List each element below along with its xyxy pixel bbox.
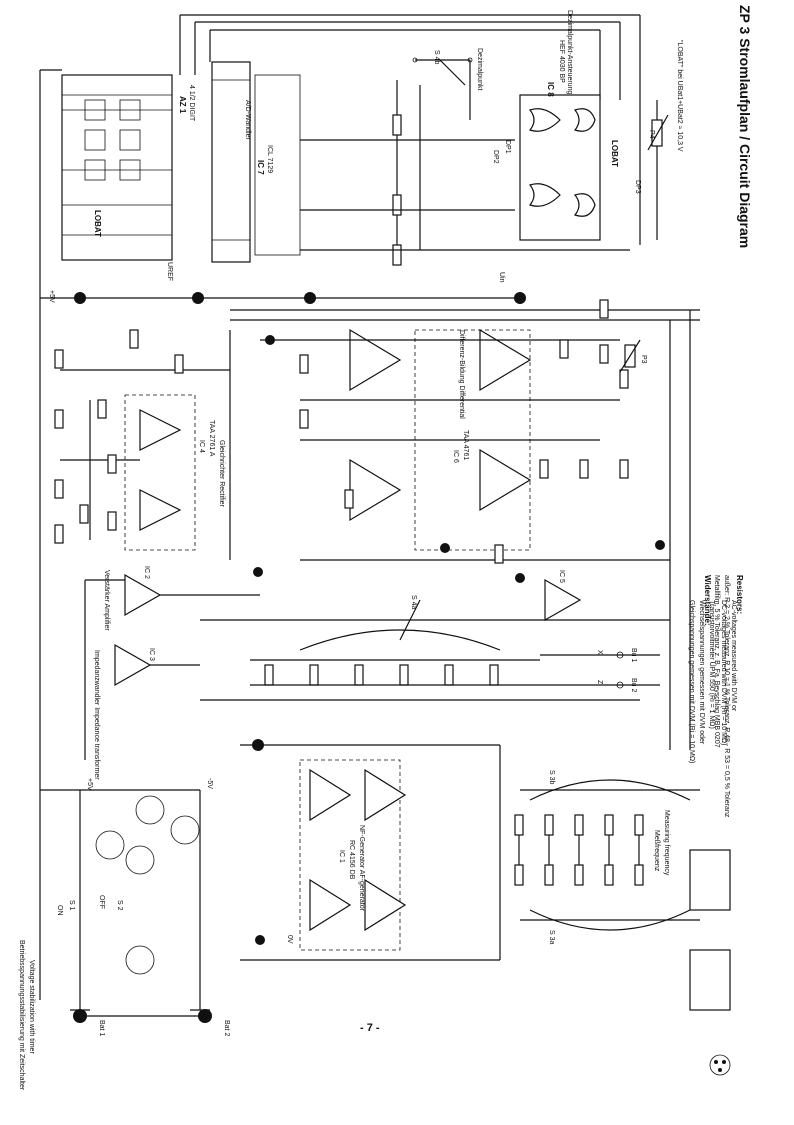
dc-note-en: DC-voltages measured with DVM (Ri = 10 M… [720, 600, 727, 745]
s1-label: S 1 [68, 900, 75, 911]
ic8-type: HEF 4030 BP [558, 40, 565, 83]
center-resistors [299, 299, 629, 564]
minus5v-label: -5V [206, 778, 213, 789]
plus5v-top: +5V [48, 290, 55, 303]
ic4-label: IC 4 [198, 440, 205, 453]
uref-label: UREF [166, 262, 173, 281]
resistors-title-en: Resistors: [735, 575, 744, 614]
p4-label: P4 [648, 130, 655, 139]
ic1-label: IC 1 [338, 850, 345, 863]
s2-label: S 2 [116, 900, 123, 911]
on-label: ON [56, 905, 63, 916]
ov-label: 0V [286, 935, 293, 944]
ic8-gates [519, 94, 601, 241]
ic4-rectifier [60, 330, 231, 560]
dp3-label: DP3 [634, 180, 641, 194]
s4b-label: S 4b [433, 50, 440, 65]
ic8-note: Dezimalpunkt-Ansteuerung [566, 10, 573, 95]
ac-note-en: AC-voltages measured with DVM or [730, 600, 737, 712]
bat1-label: Bat 1 [98, 1020, 105, 1036]
p3-trimmer [619, 339, 641, 373]
ic2-ic3-amps [84, 573, 670, 760]
pinout-drawings [689, 849, 731, 1076]
lobat-gate-label: LOBAT [610, 140, 619, 167]
ic5-label: IC 5 [558, 570, 565, 583]
ic7-label: IC 7 [256, 160, 265, 175]
page-number: - 7 - [360, 1022, 380, 1034]
dezimalpunkt-label: Dezimalpunkt [476, 48, 483, 90]
ic7-func: A/D-Wandler [244, 100, 251, 140]
ic1-type: RC 4156 DB [348, 840, 355, 880]
az1-label: AZ 1 [178, 96, 187, 114]
plus5v-bottom: +5V [86, 778, 93, 791]
ic3-label: IC 3 [148, 648, 155, 661]
ic1-func: NF-Generator AF-generator [358, 825, 365, 912]
uin-label: Uin [498, 272, 505, 283]
meas-freq-en: Measuring frequency [663, 810, 670, 876]
range-ladder [250, 599, 660, 686]
differential-label: Differenz-Bildung Differential [458, 330, 465, 419]
resistors-de-2: außer: R 2 = 2 % Toleranz, R 10 = 1 % To… [723, 575, 730, 818]
resistors-title-de: Widerstände: [703, 575, 712, 626]
ac-note-de-2: Transistorvoltmeter UPM 550 (Ri = 1 MΩ) [708, 600, 715, 729]
off-label: OFF [98, 895, 105, 909]
verstaerker-label: Verstärker Amplifier [103, 570, 110, 631]
ic7-adc [211, 61, 301, 263]
meas-freq-de: Meßfrequenz [653, 830, 660, 872]
s4b-switch [412, 57, 473, 250]
s4a-label: S 4a [410, 595, 417, 610]
ic7-type: ICL 7129 [266, 145, 273, 173]
battery-note-de: Betriebsspannungsstabilisierung mit Zeit… [18, 940, 25, 1091]
dp1-label: DP1 [504, 140, 511, 154]
power-supply [40, 789, 210, 1017]
resistors-top [300, 80, 630, 266]
ic6-type: TAA 4761 [462, 430, 469, 460]
display-az1 [61, 74, 173, 261]
diagram-title: ZP 3 Stromlaufplan / Circuit Diagram [737, 5, 753, 248]
z-label: Z [596, 680, 603, 685]
ic4-func: Gleichrichter Rectifier [218, 440, 225, 508]
s3a-label: S 3a [548, 930, 555, 945]
x-label: X [596, 650, 603, 655]
ic1-generator [200, 699, 640, 961]
bu2-label: Bu 2 [630, 678, 637, 693]
lobat-display-label: LOBAT [93, 210, 102, 237]
lobat-note: "LOBAT" bei UBat1+UBat2 ≈ 10,3 V [676, 40, 683, 152]
ic4-type: TAA 2761 A [208, 420, 215, 457]
dp2-label: DP2 [492, 150, 499, 164]
s3-frequency-switch [514, 779, 700, 931]
ic6-label: IC 6 [452, 450, 459, 463]
bu1-label: Bu 1 [630, 648, 637, 663]
ic2-label: IC 2 [143, 566, 150, 579]
ic8-label: IC 8 [546, 82, 555, 97]
power-rails [40, 297, 700, 750]
resistors-de-1: Metallfilm, 5 % Toleranz, z. B. Fa. Beys… [713, 575, 720, 748]
dc-note-de: Gleichspannungen gemessen mit DVM (Ri = … [688, 600, 695, 763]
p3-label: P3 [640, 355, 647, 364]
p4-trimmer [647, 100, 669, 240]
ac-note-de: Wechselspannungen gemessen mit DVM oder [698, 600, 705, 745]
impedance-label: Impedanzwandler Impedance transformer [93, 650, 100, 780]
top-bus-wires [39, 14, 641, 1000]
ic4-resistors [54, 329, 184, 544]
bat2-label: Bat 2 [223, 1020, 230, 1036]
ic6-differential [260, 328, 670, 561]
battery-note-en: Voltage stabilization with timer [28, 960, 35, 1054]
az1-type: 4 1/2 DIGIT [188, 85, 195, 122]
s3b-label: S 3b [548, 770, 555, 785]
